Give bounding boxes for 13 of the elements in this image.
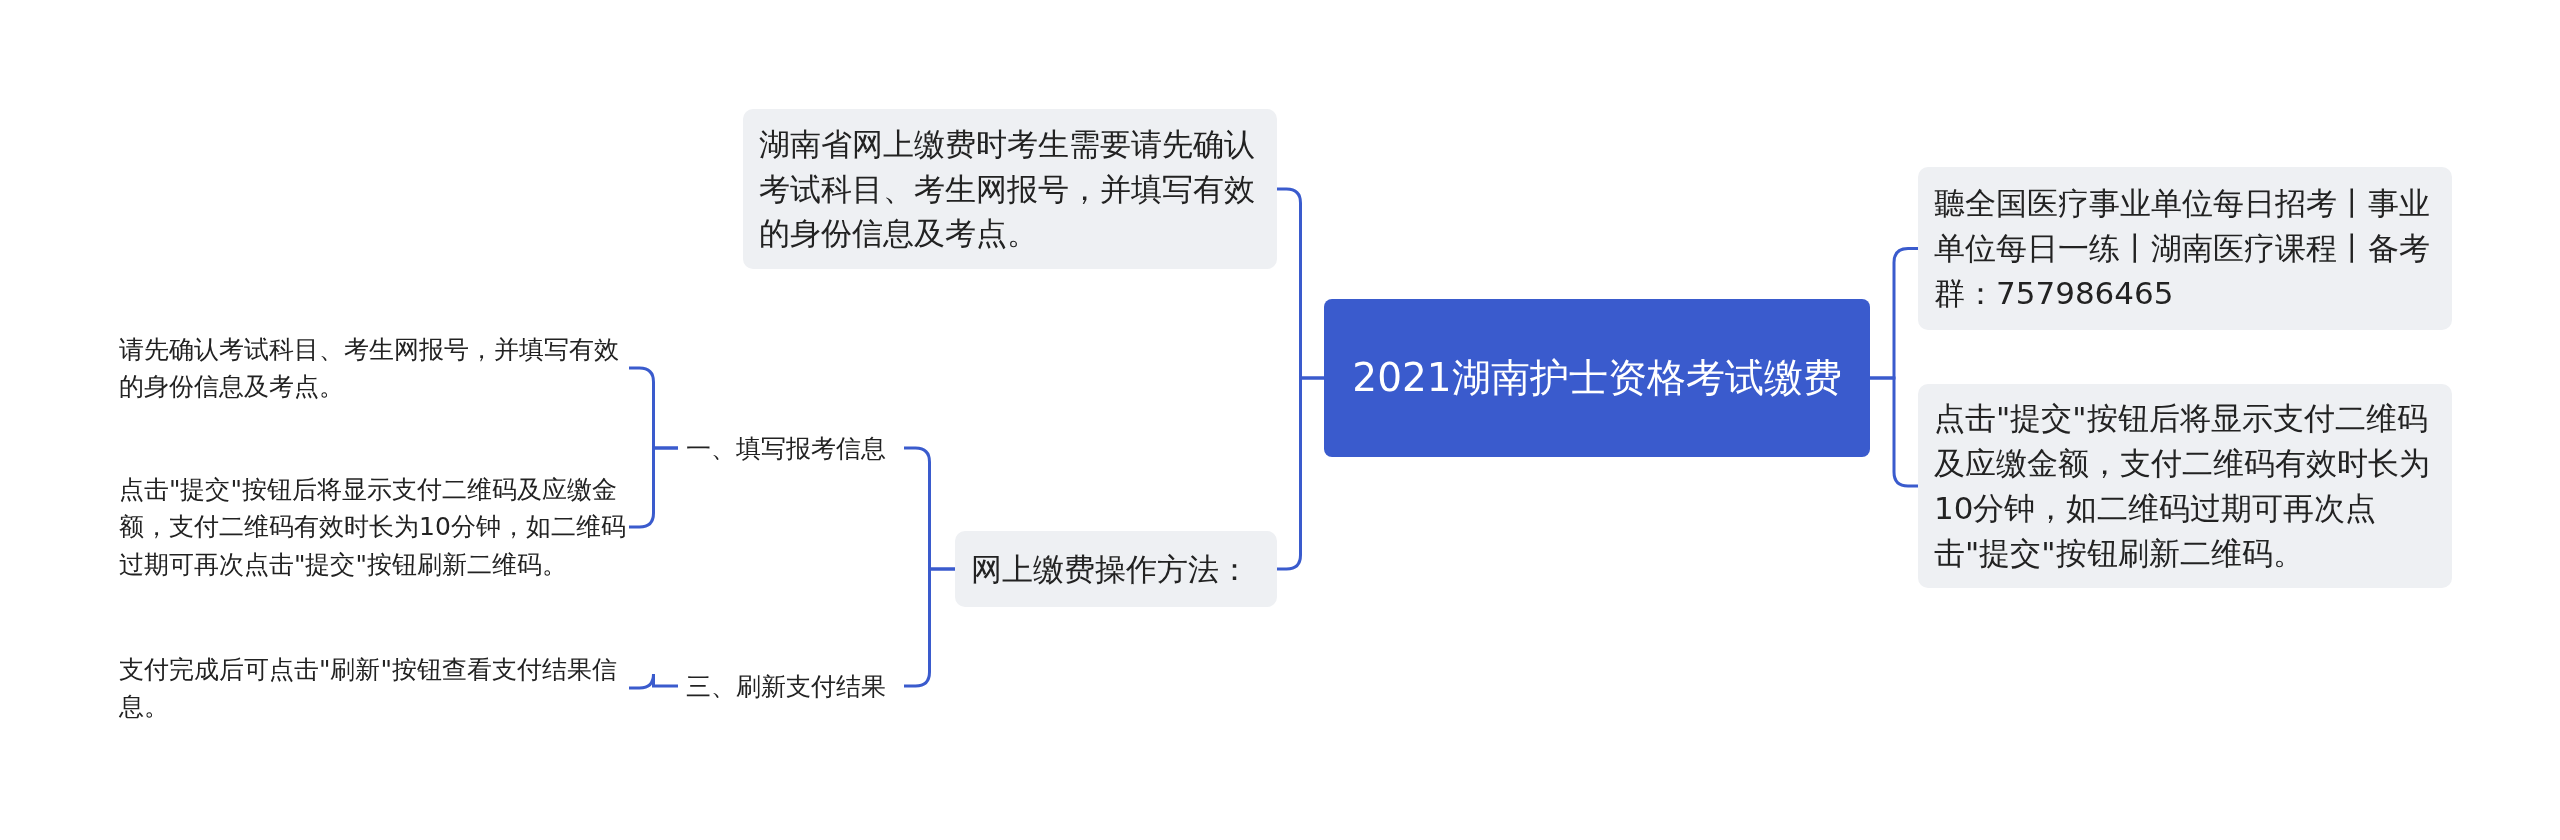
branch-label: 三、刷新支付结果	[678, 664, 904, 708]
topic-box: 点击"提交"按钮后将显示支付二维码及应缴金额，支付二维码有效时长为10分钟，如二维码过期可再次点击"提交"按钮刷新二维码。	[1918, 384, 2452, 588]
leaf-text: 支付完成后可点击"刷新"按钮查看支付结果信息。	[119, 650, 629, 726]
connector-line	[1870, 376, 1918, 488]
topic-box: 网上缴费操作方法：	[955, 531, 1277, 607]
central-topic-box: 2021湖南护士资格考试缴费	[1324, 299, 1870, 457]
connector-line	[629, 672, 678, 690]
leaf-text: 请先确认考试科目、考生网报号，并填写有效的身份信息及考点。	[119, 330, 629, 406]
topic-box: 湖南省网上缴费时考生需要请先确认考试科目、考生网报号，并填写有效的身份信息及考点。	[743, 109, 1277, 269]
leaf-text: 点击"提交"按钮后将显示支付二维码及应缴金额，支付二维码有效时长为10分钟，如二维码过期可再次点击"提交"按钮刷新二维码。	[119, 470, 629, 584]
branch-label: 一、填写报考信息	[678, 426, 904, 470]
connector-line	[1277, 376, 1324, 571]
topic-box: 聽全国医疗事业单位每日招考丨事业单位每日一练丨湖南医疗课程丨备考群：757986465	[1918, 167, 2452, 330]
